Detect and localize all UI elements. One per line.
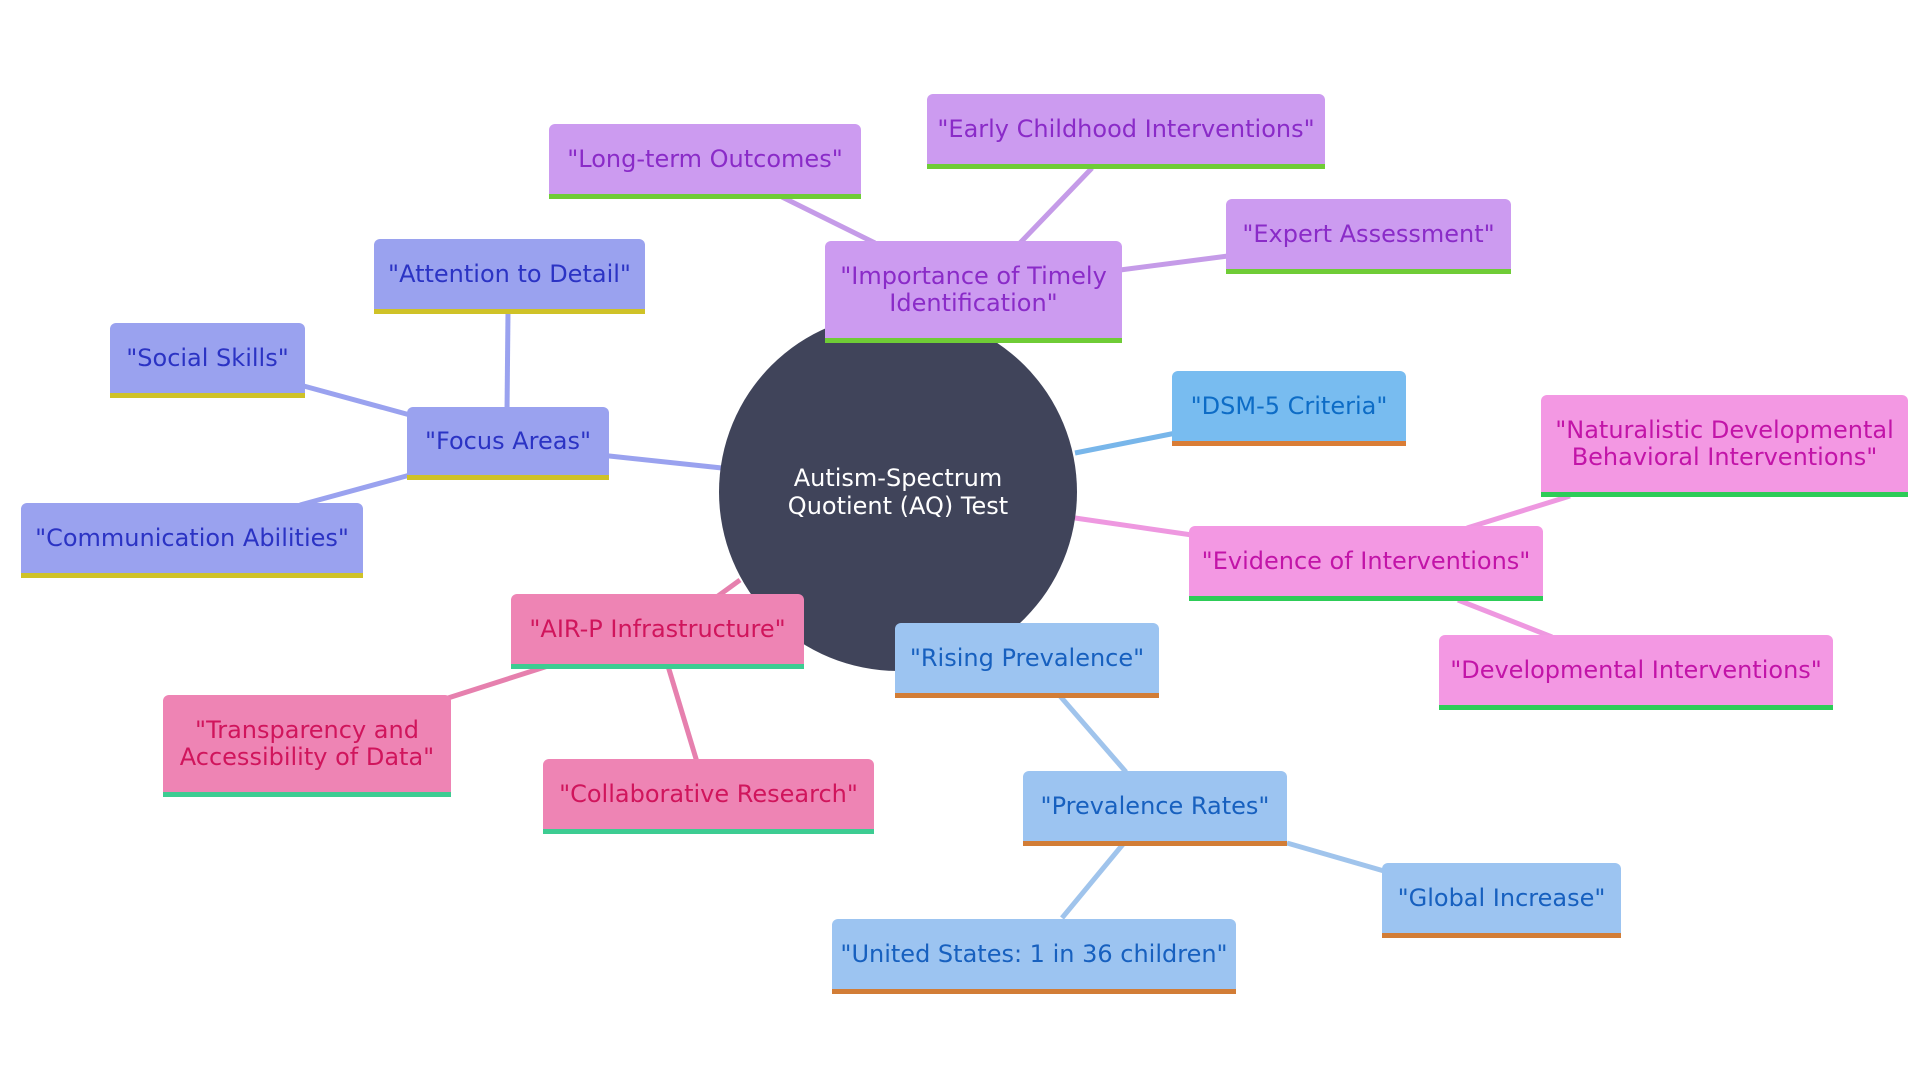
node-label: "Naturalistic Developmental Behavioral I… bbox=[1555, 415, 1894, 471]
node-label: "Global Increase" bbox=[1397, 883, 1606, 912]
node-label: "United States: 1 in 36 children" bbox=[840, 939, 1228, 968]
edge-evidence-ndbi bbox=[1466, 493, 1571, 531]
node-label: "Communication Abilities" bbox=[35, 523, 349, 552]
node-early-childhood-interventions[interactable]: "Early Childhood Interventions" bbox=[927, 94, 1325, 169]
node-communication-abilities[interactable]: "Communication Abilities" bbox=[21, 503, 363, 578]
node-focus-areas[interactable]: "Focus Areas" bbox=[407, 407, 609, 480]
node-label: "Collaborative Research" bbox=[559, 779, 858, 808]
node-developmental-interventions[interactable]: "Developmental Interventions" bbox=[1439, 635, 1833, 710]
node-label: "Long-term Outcomes" bbox=[567, 144, 843, 173]
node-label: "Developmental Interventions" bbox=[1450, 655, 1822, 684]
node-label: "Transparency and Accessibility of Data" bbox=[179, 715, 435, 771]
node-united-states-prevalence[interactable]: "United States: 1 in 36 children" bbox=[832, 919, 1236, 994]
node-naturalistic-developmental-behavioral-interventions[interactable]: "Naturalistic Developmental Behavioral I… bbox=[1541, 395, 1908, 497]
edge-focus-areas-attention bbox=[504, 311, 511, 413]
node-label: "Expert Assessment" bbox=[1242, 219, 1495, 248]
node-importance-timely-identification[interactable]: "Importance of Timely Identification" bbox=[825, 241, 1122, 343]
node-global-increase[interactable]: "Global Increase" bbox=[1382, 863, 1621, 938]
edge-center-evidence bbox=[1074, 515, 1193, 538]
node-expert-assessment[interactable]: "Expert Assessment" bbox=[1226, 199, 1511, 274]
edge-center-focus-areas bbox=[599, 452, 723, 471]
node-label: "Attention to Detail" bbox=[388, 259, 631, 288]
edge-rising-rates bbox=[1058, 694, 1128, 774]
node-label: "Early Childhood Interventions" bbox=[937, 114, 1315, 143]
node-label: "AIR-P Infrastructure" bbox=[529, 614, 786, 643]
node-long-term-outcomes[interactable]: "Long-term Outcomes" bbox=[549, 124, 861, 199]
edge-focus-areas-social bbox=[299, 382, 411, 418]
edge-timely-early bbox=[1018, 166, 1094, 245]
node-label: "DSM-5 Criteria" bbox=[1190, 391, 1388, 420]
node-air-p-infrastructure[interactable]: "AIR-P Infrastructure" bbox=[511, 594, 804, 669]
node-label: "Rising Prevalence" bbox=[909, 643, 1145, 672]
edge-airp-transparency bbox=[447, 663, 549, 701]
node-label: "Focus Areas" bbox=[425, 426, 591, 455]
node-social-skills[interactable]: "Social Skills" bbox=[110, 323, 305, 398]
node-label: "Social Skills" bbox=[126, 343, 289, 372]
edge-focus-areas-communication bbox=[299, 472, 411, 508]
center-node-label: Autism-Spectrum Quotient (AQ) Test bbox=[787, 464, 1009, 520]
node-label: "Evidence of Interventions" bbox=[1201, 546, 1531, 575]
node-label: "Importance of Timely Identification" bbox=[840, 261, 1107, 317]
node-evidence-of-interventions[interactable]: "Evidence of Interventions" bbox=[1189, 526, 1543, 601]
node-attention-to-detail[interactable]: "Attention to Detail" bbox=[374, 239, 645, 314]
edge-rates-global bbox=[1286, 840, 1385, 874]
node-dsm5-criteria[interactable]: "DSM-5 Criteria" bbox=[1172, 371, 1406, 446]
edge-rates-us bbox=[1060, 841, 1126, 920]
node-transparency-accessibility-data[interactable]: "Transparency and Accessibility of Data" bbox=[163, 695, 451, 797]
node-prevalence-rates[interactable]: "Prevalence Rates" bbox=[1023, 771, 1287, 846]
edge-airp-collaborative bbox=[665, 665, 700, 763]
node-label: "Prevalence Rates" bbox=[1040, 791, 1270, 820]
node-collaborative-research[interactable]: "Collaborative Research" bbox=[543, 759, 874, 834]
edge-center-airp bbox=[716, 577, 742, 599]
edge-timely-expert bbox=[1119, 253, 1229, 273]
edge-timely-long-term bbox=[780, 194, 877, 246]
edge-center-dsm5 bbox=[1074, 430, 1177, 456]
node-rising-prevalence[interactable]: "Rising Prevalence" bbox=[895, 623, 1159, 698]
edge-evidence-developmental bbox=[1457, 597, 1553, 640]
